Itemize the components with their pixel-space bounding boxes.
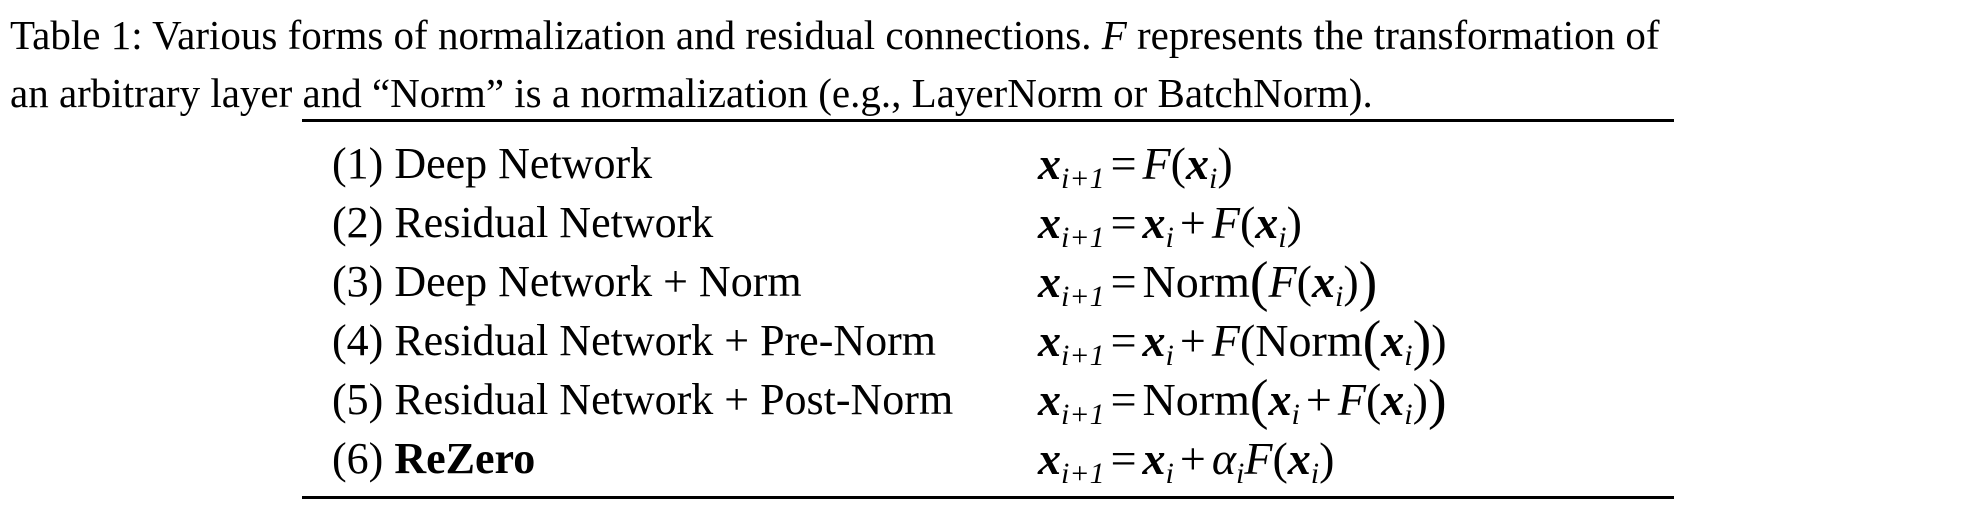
table-row: (3) Deep Network + Norm xi+1=Norm(F(xi)) [302,252,1674,312]
formula-symbol: i+1 [1061,398,1105,431]
formula-symbol: = [1110,433,1137,484]
formula-symbol: ( [1239,315,1256,366]
formula-symbol: Norm [1142,256,1250,307]
formula-symbol: x [1038,256,1061,307]
formula-symbol: + [1179,315,1206,366]
formula-symbol: F [1211,197,1240,248]
caption-math-F: F [1101,12,1127,58]
formula-symbol: i+1 [1061,457,1105,490]
formula-symbol: ) [1412,374,1428,425]
formula-symbol: = [1110,138,1137,189]
row-label: (1) Deep Network [332,139,653,188]
formula-symbol: i+1 [1061,339,1105,372]
formula-symbol: x [1287,433,1311,484]
formula-symbol: ) [1431,315,1447,366]
formula-symbol: x [1185,138,1209,189]
formula-symbol: i [1334,280,1344,313]
formula-symbol: Norm [1142,374,1250,425]
formula-symbol: ( [1249,369,1269,431]
formula-symbol: x [1038,374,1061,425]
formula-symbol: i [1165,457,1174,490]
formula-symbol: = [1110,197,1137,248]
formula-symbol: i [1208,162,1218,195]
formula-symbol: x [1142,433,1166,484]
formula-symbol: ) [1286,197,1302,248]
formula-symbol: + [1179,197,1206,248]
formula-symbol: = [1110,374,1137,425]
row-formula: xi+1=F(xi) [1038,137,1674,194]
formula-symbol: ) [1427,369,1447,431]
formula-symbol: + [1305,374,1332,425]
formula-symbol: ( [1296,256,1312,307]
formula-symbol: ( [1362,310,1382,372]
formula-symbol: x [1381,374,1405,425]
row-formula: xi+1=xi+αiF(xi) [1038,432,1674,489]
row-formula: xi+1=xi+F(Norm(xi)) [1038,313,1674,371]
formula-symbol: x [1038,197,1061,248]
formula-symbol: ) [1217,138,1233,189]
formula-symbol: α [1211,433,1236,484]
formula-symbol: ( [1365,374,1382,425]
formula-symbol: x [1038,433,1061,484]
row-label: (5) Residual Network + Post-Norm [332,375,954,424]
formula-symbol: i [1404,339,1413,372]
formula-symbol: ) [1343,256,1359,307]
row-formula: xi+1=xi+F(xi) [1038,196,1674,253]
formula-symbol: i [1404,398,1413,431]
formula-symbol: Norm [1255,315,1363,366]
formula-symbol: i [1310,457,1320,490]
row-label: (6) ReZero [332,434,536,483]
formula-symbol: F [1244,433,1273,484]
formula-symbol: ) [1358,251,1378,313]
row-label: (2) Residual Network [332,198,714,247]
formula-symbol: x [1255,197,1279,248]
caption-line-2: an arbitrary layer and “Norm” is a norma… [10,70,1373,116]
formula-symbol: i+1 [1061,162,1105,195]
normalization-table: (1) Deep Network xi+1=F(xi) (2) Residual… [302,119,1674,499]
caption-line-1: Table 1: Various forms of normalization … [10,12,1660,58]
rezero-label: ReZero [394,434,536,483]
formula-symbol: x [1268,374,1292,425]
row-label: (3) Deep Network + Norm [332,257,802,306]
formula-symbol: ( [1170,138,1186,189]
formula-symbol: x [1142,315,1166,366]
formula-symbol: F [1337,374,1366,425]
formula-symbol: F [1142,138,1171,189]
formula-symbol: F [1268,256,1297,307]
formula-symbol: = [1110,315,1137,366]
table-row: (4) Residual Network + Pre-Norm xi+1=xi+… [302,311,1674,371]
row-label: (4) Residual Network + Pre-Norm [332,316,937,365]
formula-symbol: ) [1412,310,1432,372]
row-formula: xi+1=Norm(xi+F(xi)) [1038,372,1674,430]
formula-symbol: x [1142,197,1166,248]
row-formula: xi+1=Norm(F(xi)) [1038,254,1674,312]
formula-symbol: i [1165,339,1174,372]
formula-symbol: ) [1319,433,1335,484]
formula-symbol: x [1038,138,1061,189]
formula-symbol: ( [1239,197,1256,248]
formula-symbol: ( [1249,251,1269,313]
formula-symbol: i+1 [1061,280,1105,313]
table-caption: Table 1: Various forms of normalization … [10,6,1970,122]
formula-symbol: = [1110,256,1137,307]
formula-symbol: F [1211,315,1240,366]
formula-symbol: x [1038,315,1061,366]
formula-symbol: x [1311,256,1335,307]
table-row: (6) ReZero xi+1=xi+αiF(xi) [302,429,1674,489]
formula-symbol: i [1165,221,1174,254]
formula-symbol: i [1278,221,1287,254]
formula-symbol: x [1381,315,1405,366]
formula-symbol: i [1291,398,1300,431]
table-row: (1) Deep Network xi+1=F(xi) [302,134,1674,194]
formula-symbol: ( [1272,433,1288,484]
formula-symbol: i [1236,457,1245,490]
formula-symbol: + [1179,433,1206,484]
table-row: (5) Residual Network + Post-Norm xi+1=No… [302,370,1674,430]
formula-symbol: i+1 [1061,221,1105,254]
table-row: (2) Residual Network xi+1=xi+F(xi) [302,193,1674,253]
